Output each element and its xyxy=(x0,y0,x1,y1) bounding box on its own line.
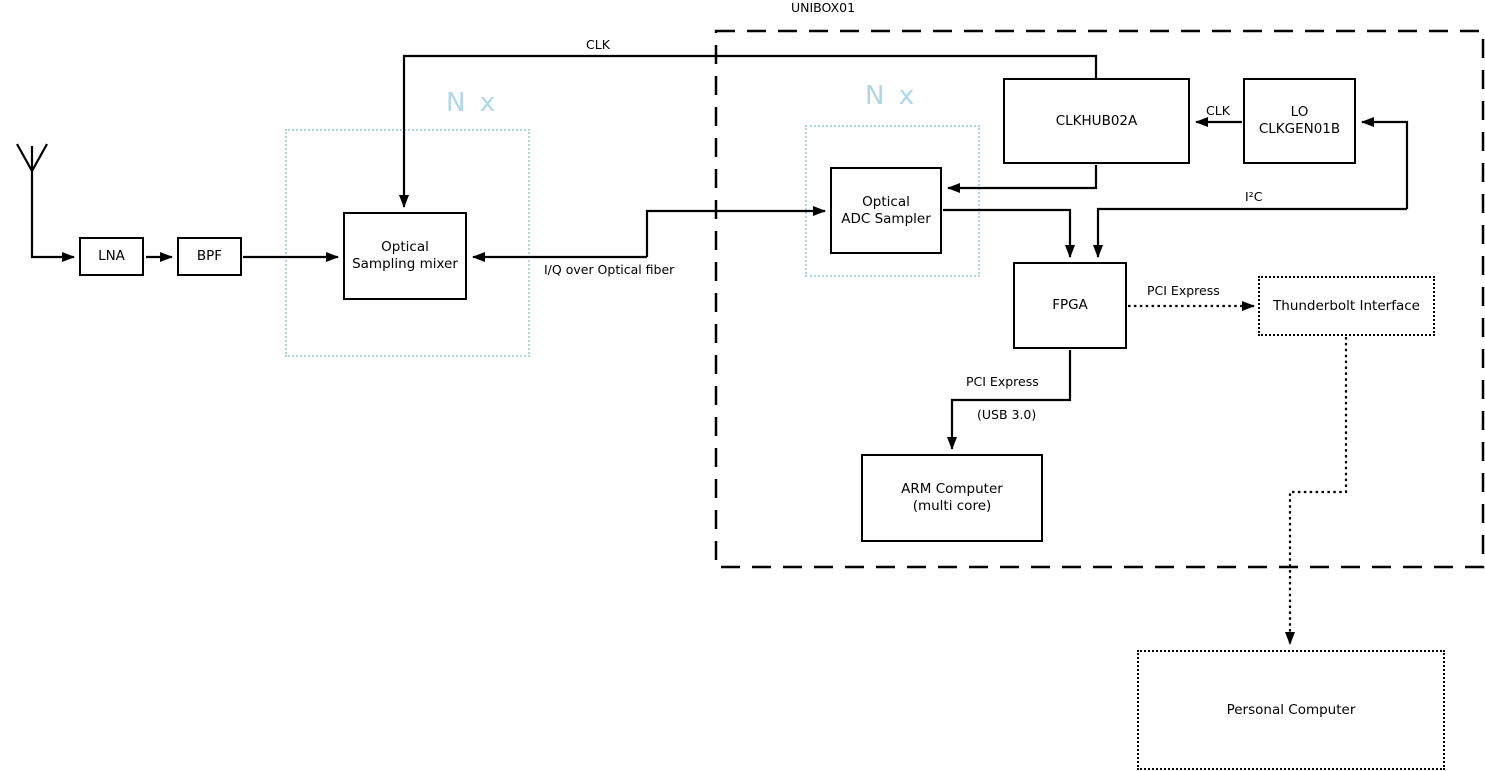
block-arm-computer: ARM Computer (multi core) xyxy=(861,454,1043,542)
iq-fiber-label: I/Q over Optical fiber xyxy=(544,262,675,277)
pci-express-down-label: PCI Express xyxy=(966,374,1039,389)
nx-label-mixer: N x xyxy=(446,88,499,118)
i2c-label: I²C xyxy=(1245,189,1263,204)
unibox01-label: UNIBOX01 xyxy=(791,0,856,15)
block-clkhub02a: CLKHUB02A xyxy=(1003,78,1190,164)
edge-fpga-arm xyxy=(947,350,1072,450)
edge-i2c-to-lo xyxy=(1361,117,1409,209)
block-fpga: FPGA xyxy=(1013,262,1127,349)
block-bpf: BPF xyxy=(177,237,242,276)
pci-express-right-label: PCI Express xyxy=(1147,283,1220,298)
edge-adc-fpga xyxy=(943,208,1075,258)
clk-mid-label: CLK xyxy=(1206,103,1230,118)
block-lo-clkgen01b: LO CLKGEN01B xyxy=(1243,78,1356,164)
nx-group-box-adc xyxy=(805,125,980,277)
nx-group-box-mixer xyxy=(285,129,530,357)
edge-thunderbolt-pc xyxy=(1285,337,1348,645)
usb-label: (USB 3.0) xyxy=(977,407,1037,422)
clk-top-label: CLK xyxy=(586,37,610,52)
block-personal-computer: Personal Computer xyxy=(1137,650,1445,770)
unibox01-container xyxy=(714,29,1485,569)
edge-fiber-to-adc xyxy=(645,206,826,257)
block-optical-sampling-mixer: Optical Sampling mixer xyxy=(343,212,467,300)
antenna-icon xyxy=(16,143,74,257)
block-optical-adc-sampler: Optical ADC Sampler xyxy=(830,167,942,254)
block-lna: LNA xyxy=(79,237,144,276)
edge-clkhub-adc xyxy=(947,165,1098,193)
edge-i2c-to-fpga xyxy=(1093,207,1407,258)
edge-clk-to-mixer xyxy=(399,54,1098,208)
block-thunderbolt-interface: Thunderbolt Interface xyxy=(1258,276,1435,336)
nx-label-adc: N x xyxy=(865,81,918,111)
